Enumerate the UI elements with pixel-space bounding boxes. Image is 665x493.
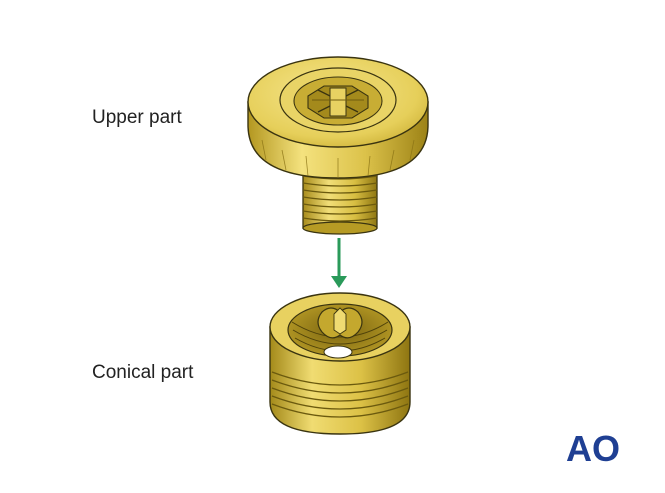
conical-part-label: Conical part: [92, 362, 194, 383]
screw-head-icon: [247, 56, 429, 235]
ao-logo-text: AO: [566, 428, 620, 469]
conical-socket: [317, 307, 363, 359]
upper-part-label: Upper part: [92, 107, 182, 128]
ao-logo: AO: [566, 428, 620, 469]
conical-nut-icon: [269, 292, 411, 435]
upper-socket: [307, 85, 369, 119]
arrow-down-icon: [331, 238, 347, 288]
